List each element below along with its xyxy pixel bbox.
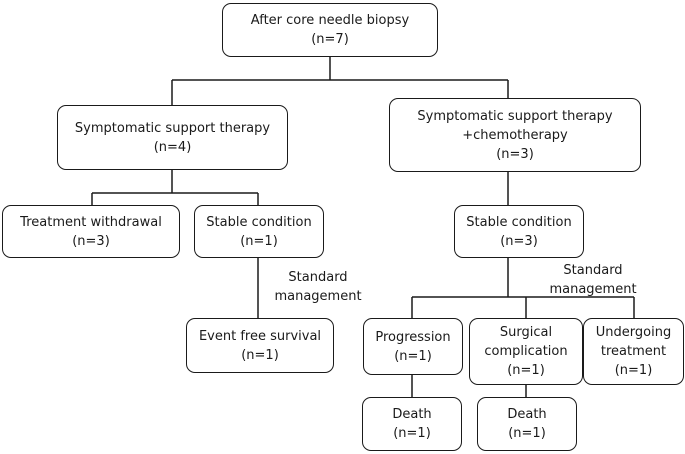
support-chemo-title-line1: Symptomatic support therapy bbox=[417, 108, 613, 124]
standard-management-left-line1: Standard bbox=[288, 270, 348, 285]
undergoing-treatment-node: Undergoing treatment (n=1) bbox=[583, 318, 684, 385]
support-therapy-count: (n=4) bbox=[153, 139, 192, 155]
progression-title: Progression bbox=[375, 329, 451, 345]
support-therapy-node: Symptomatic support therapy (n=4) bbox=[57, 105, 288, 170]
support-chemo-node: Symptomatic support therapy +chemotherap… bbox=[389, 98, 641, 172]
death-surgical-title: Death bbox=[507, 407, 547, 422]
surgical-complication-count: (n=1) bbox=[507, 363, 545, 378]
death-surgical-node: Death (n=1) bbox=[477, 397, 577, 451]
support-chemo-count: (n=3) bbox=[496, 146, 534, 162]
stable-condition-right-count: (n=3) bbox=[500, 233, 538, 249]
standard-management-left-line2: management bbox=[274, 289, 362, 304]
stable-condition-right-title: Stable condition bbox=[466, 214, 572, 230]
standard-management-left-label: Standard management bbox=[268, 268, 368, 306]
death-progression-title: Death bbox=[392, 407, 432, 422]
root-node: After core needle biopsy (n=7) bbox=[222, 3, 438, 57]
standard-management-right-line2: management bbox=[549, 282, 637, 297]
event-free-survival-node: Event free survival (n=1) bbox=[186, 318, 334, 373]
surgical-complication-node: Surgical complication (n=1) bbox=[469, 318, 583, 385]
standard-management-right-line1: Standard bbox=[563, 263, 623, 278]
event-free-survival-title: Event free survival bbox=[198, 328, 322, 344]
death-surgical-count: (n=1) bbox=[508, 426, 546, 441]
undergoing-treatment-title-line1: Undergoing bbox=[595, 325, 672, 340]
standard-management-right-label: Standard management bbox=[540, 261, 646, 299]
event-free-survival-count: (n=1) bbox=[241, 347, 279, 363]
treatment-withdrawal-title: Treatment withdrawal bbox=[20, 214, 162, 230]
progression-count: (n=1) bbox=[394, 348, 432, 364]
support-therapy-title: Symptomatic support therapy bbox=[74, 120, 271, 136]
stable-condition-left-node: Stable condition (n=1) bbox=[194, 205, 324, 258]
treatment-withdrawal-node: Treatment withdrawal (n=3) bbox=[2, 205, 180, 258]
treatment-withdrawal-count: (n=3) bbox=[72, 233, 110, 249]
stable-condition-right-node: Stable condition (n=3) bbox=[454, 205, 584, 258]
death-progression-count: (n=1) bbox=[393, 426, 431, 441]
surgical-complication-title-line2: complication bbox=[484, 344, 568, 359]
stable-condition-left-title: Stable condition bbox=[206, 214, 312, 230]
death-progression-node: Death (n=1) bbox=[362, 397, 462, 451]
undergoing-treatment-title-line2: treatment bbox=[600, 344, 667, 359]
surgical-complication-title-line1: Surgical bbox=[499, 325, 553, 340]
root-title: After core needle biopsy bbox=[250, 13, 410, 28]
root-count: (n=7) bbox=[311, 32, 349, 47]
progression-node: Progression (n=1) bbox=[363, 318, 463, 375]
support-chemo-title-line2: +chemotherapy bbox=[462, 127, 568, 143]
undergoing-treatment-count: (n=1) bbox=[614, 363, 653, 378]
stable-condition-left-count: (n=1) bbox=[240, 233, 278, 249]
